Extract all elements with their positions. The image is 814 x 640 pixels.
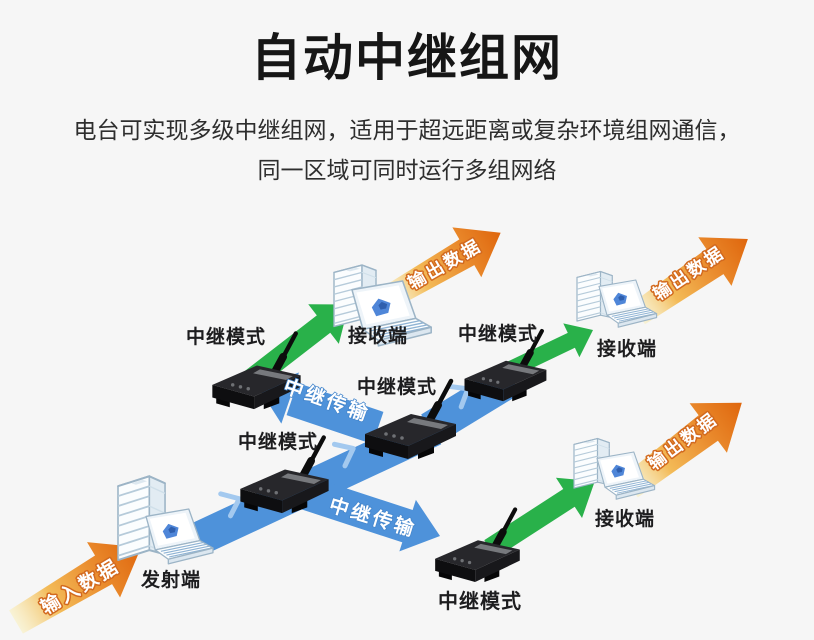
label-receiver-2: 接收端 bbox=[597, 337, 657, 360]
band-relay-d-to-relay-e bbox=[297, 475, 416, 544]
blue-arrowhead-to-relay-e bbox=[399, 499, 440, 552]
label-relay-d: 中继模式 bbox=[238, 430, 318, 453]
label-relay-e: 中继模式 bbox=[438, 589, 522, 613]
label-relay-c: 中继模式 bbox=[458, 322, 538, 345]
label-receiver-3: 接收端 bbox=[595, 507, 655, 530]
subtitle-line2: 同一区域可同时运行多组网络 bbox=[257, 157, 557, 183]
label-relay-a: 中继模式 bbox=[186, 325, 266, 348]
subtitle-line1: 电台可实现多级中继组网，适用于超远距离或复杂环境组网通信， bbox=[73, 117, 741, 143]
label-relay-b: 中继模式 bbox=[357, 375, 437, 398]
page-title: 自动中继组网 bbox=[251, 30, 563, 86]
page-subtitle: 电台可实现多级中继组网，适用于超远距离或复杂环境组网通信， 同一区域可同时运行多… bbox=[0, 110, 814, 190]
label-transmitter: 发射端 bbox=[140, 568, 201, 591]
label-receiver-1: 接收端 bbox=[348, 324, 408, 347]
relay-network-diagram: 输入数据 输出数据 输出数据 输出数据 中继传输 中继传输 中继模式 接收端 中… bbox=[0, 210, 765, 640]
band-relay-b-to-relay-a bbox=[286, 382, 384, 445]
